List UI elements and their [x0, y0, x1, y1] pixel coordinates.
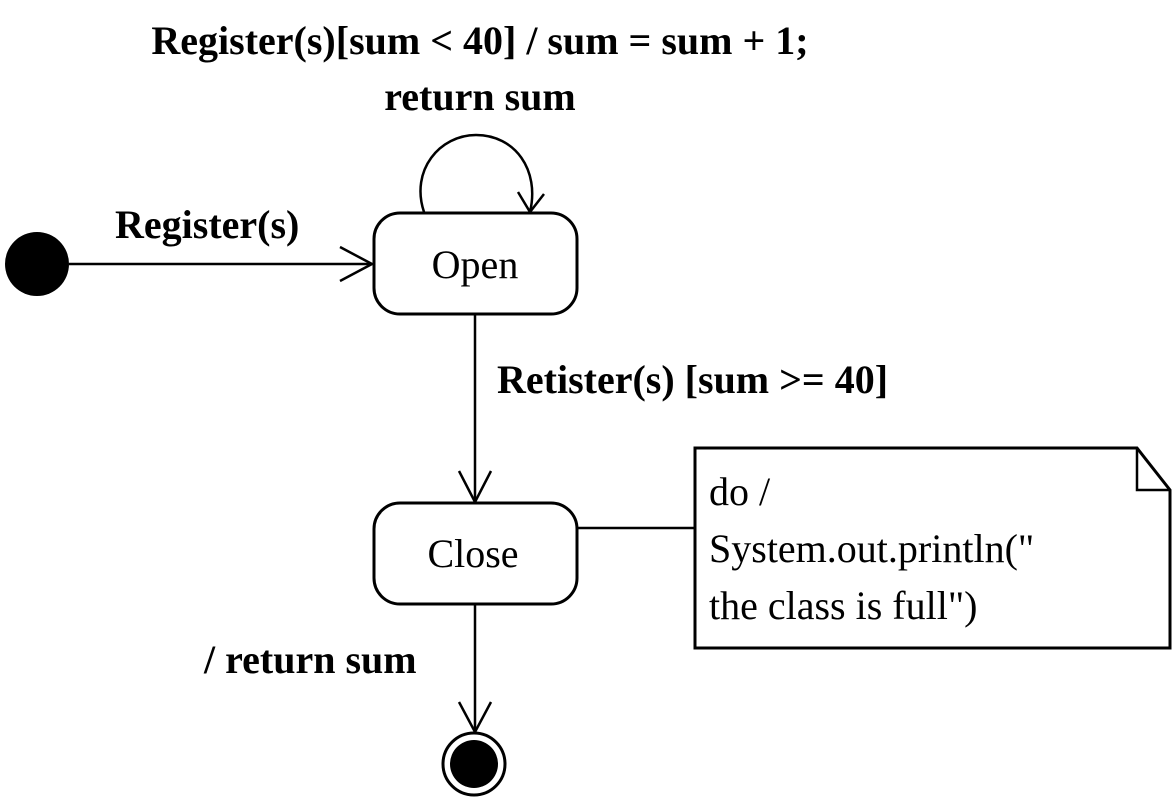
close-state-label: Close [427, 531, 518, 576]
self-loop-transition [419, 133, 534, 213]
initial-transition-arrowhead [339, 245, 375, 283]
initial-state [5, 232, 69, 296]
self-loop-label-line1: Register(s)[sum < 40] / sum = sum + 1; [151, 18, 808, 63]
note-line2: System.out.println(" [709, 526, 1034, 571]
note-box [693, 446, 1172, 650]
note-fold [1135, 448, 1170, 492]
note-line3: the class is full") [709, 583, 978, 628]
initial-transition-label: Register(s) [115, 202, 299, 247]
open-state-label: Open [432, 242, 519, 287]
self-loop-label-line2: return sum [384, 74, 575, 119]
open-to-close-label: Retister(s) [sum >= 40] [497, 357, 888, 402]
final-state-inner-dot [450, 740, 498, 788]
note-line1: do / [709, 469, 771, 514]
final-transition-label: / return sum [203, 637, 417, 682]
